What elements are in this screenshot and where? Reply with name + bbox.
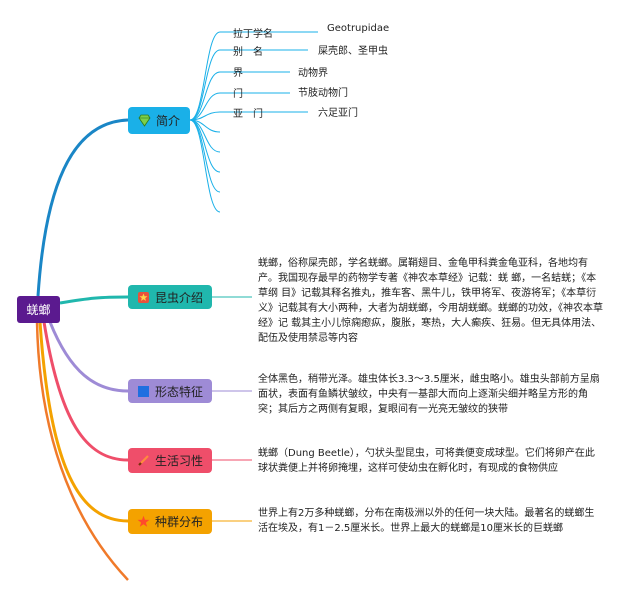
intro-key-value-lines [248,31,318,113]
connector-insect [59,295,129,305]
intro-value-kingdom: 动物界 [298,68,328,79]
connector-extra [35,321,129,581]
intro-key-subphylum: 亚 门 [233,109,263,120]
dist-description: 世界上有2万多种蜣螂，分布在南极洲以外的任何一块大陆。最著名的蜣螂生活在埃及，有… [258,508,595,534]
intro-key-kingdom: 界 [233,68,243,79]
branch-morph[interactable]: 形态特征 [128,379,212,403]
intro-key-alias: 别 名 [233,47,263,58]
bookmark-star-icon [137,291,150,304]
habit-description: 蜣螂（Dung Beetle），勺状头型昆虫，可将粪便变成球型。它们将卵产在此球… [258,448,595,474]
pen-icon [137,454,150,467]
morph-description: 全体黑色，稍带光泽。雄虫体长3.3～3.5厘米，雌虫略小。雄虫头部前方呈扇面状，… [258,374,600,415]
branch-dist-label: 种群分布 [154,515,203,529]
branch-insect[interactable]: 昆虫介绍 [128,285,212,309]
connector-morph [48,321,129,393]
square-icon [137,385,150,398]
star-icon [137,515,150,528]
branch-morph-label: 形态特征 [154,384,203,399]
paragraph-connectors [212,296,252,522]
branch-dist[interactable]: 种群分布 [128,509,212,534]
intro-value-phylum: 节肢动物门 [298,88,348,99]
intro-value-latin: Geotrupidae [327,23,390,34]
branch-habit[interactable]: 生活习性 [128,448,212,473]
connector-dist [38,321,129,523]
connector-habit [42,321,129,462]
gem-icon [138,114,151,127]
intro-value-alias: 屎壳郎、圣甲虫 [318,46,388,57]
intro-key-phylum: 门 [233,89,243,100]
branch-intro-label: 简介 [155,114,180,128]
branch-intro[interactable]: 简介 [128,107,190,134]
branch-habit-label: 生活习性 [154,454,203,468]
branch-insect-label: 昆虫介绍 [154,290,203,305]
intro-key-latin: 拉丁学名 [233,29,273,40]
root-label: 蜣螂 [26,303,51,317]
connector-intro [36,118,129,297]
intro-sub-branches [189,31,298,213]
root-node[interactable]: 蜣螂 [17,296,60,323]
intro-value-subphylum: 六足亚门 [318,108,358,119]
insect-description: 蜣螂，俗称屎壳郎，学名蜣螂。属鞘翅目、金龟甲科粪金龟亚科，各地均有产。我国现存最… [258,258,603,344]
